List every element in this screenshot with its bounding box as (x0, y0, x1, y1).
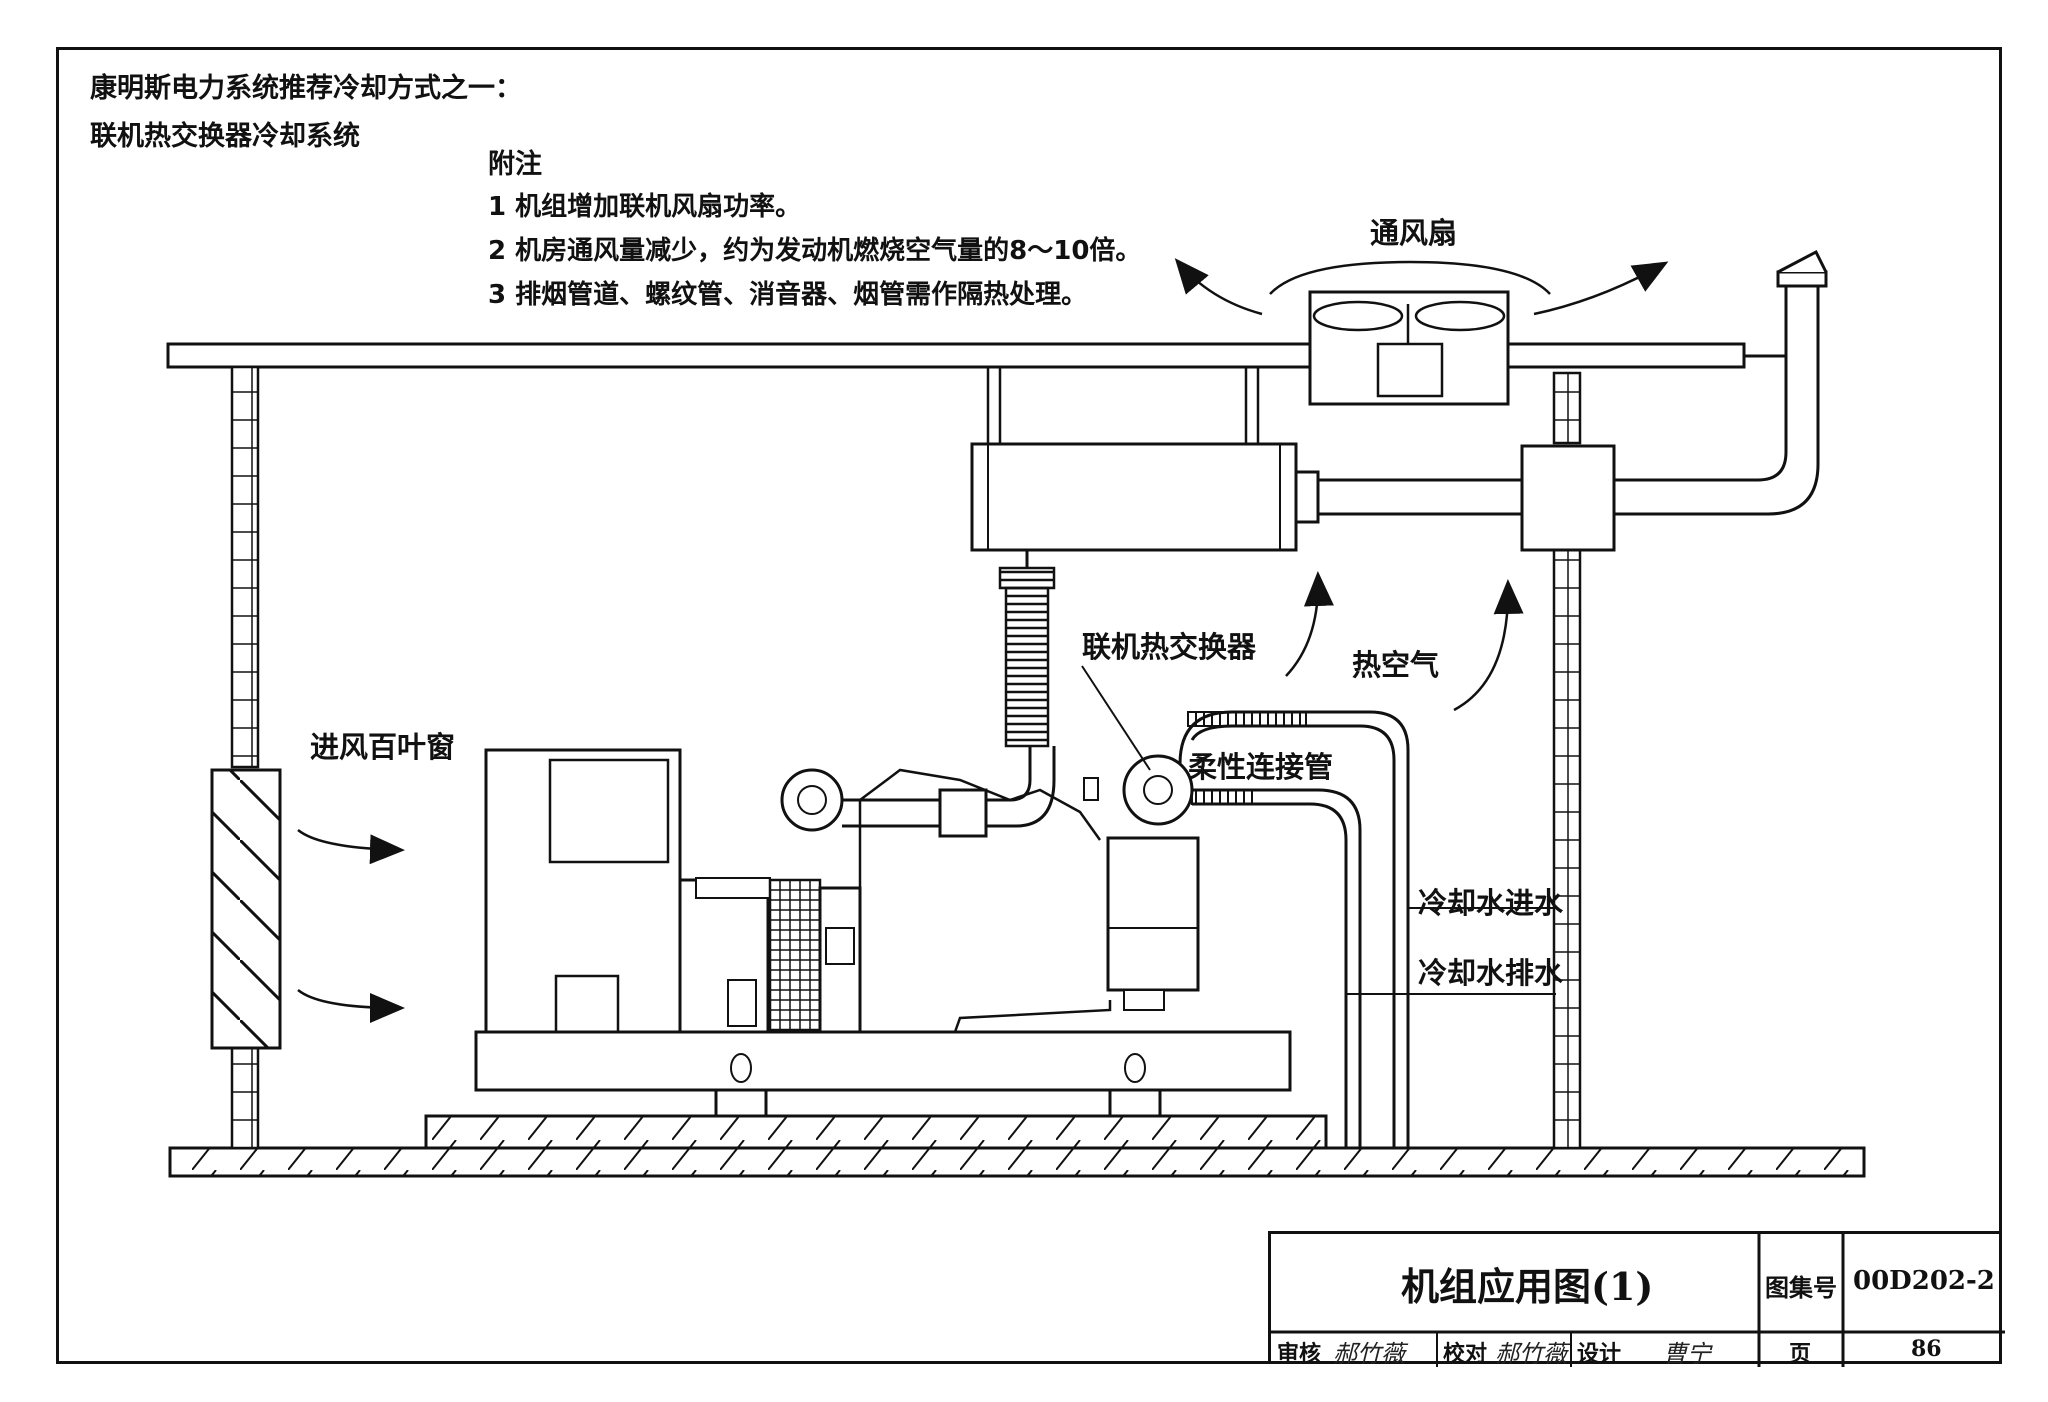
intake-airflow-arrows (297, 829, 405, 1023)
exhaust-pipe (1294, 249, 1828, 552)
page-subtitle: 联机热交换器冷却系统 (90, 121, 360, 152)
note-item-3: 3 排烟管道、螺纹管、消音器、烟管需作隔热处理。 (488, 280, 1088, 310)
heat-exchanger-leader-line (1081, 665, 1151, 771)
hot-air-arrows (1285, 571, 1524, 712)
atlas-number: 00D202-2 (1853, 1266, 1995, 1296)
floor-slab (168, 1114, 1866, 1178)
label-inline-heat-exchanger: 联机热交换器 (1082, 630, 1257, 664)
check-label: 校对 (1443, 1341, 1488, 1367)
label-cooling-water-out: 冷却水排水 (1418, 956, 1564, 990)
page-title: 康明斯电力系统推荐冷却方式之一： (90, 73, 522, 104)
label-hot-air: 热空气 (1352, 648, 1440, 682)
cooling-water-pipes (1178, 710, 1556, 1148)
page-label: 页 (1789, 1341, 1812, 1367)
title-block-grid (1271, 1234, 2005, 1367)
review-signature: 郝竹薇 (1333, 1340, 1405, 1368)
drawing-title: 机组应用图(1) (1401, 1264, 1654, 1309)
title-block: 机组应用图(1) 图集号 00D202-2 审核 郝竹薇 校对 郝竹薇 设计 曹… (1268, 1231, 2005, 1368)
review-label: 审核 (1277, 1341, 1322, 1367)
label-intake-louver: 进风百叶窗 (310, 730, 456, 764)
intake-louver-graphic (210, 768, 282, 1050)
note-item-2: 2 机房通风量减少，约为发动机燃烧空气量的8～10倍。 (488, 236, 1142, 266)
note-item-1: 1 机组增加联机风扇功率。 (488, 192, 802, 222)
generator-set (474, 746, 1292, 1118)
label-flexible-connector: 柔性连接管 (1188, 750, 1334, 784)
design-label: 设计 (1577, 1341, 1622, 1367)
label-ventilation-fan: 通风扇 (1370, 216, 1458, 250)
notes-heading: 附注 (488, 149, 542, 180)
drawing-frame (56, 47, 2002, 1364)
page-number: 86 (1911, 1336, 1942, 1362)
left-wall (210, 365, 282, 1150)
design-signature: 曹宁 (1663, 1340, 1711, 1368)
check-signature: 郝竹薇 (1495, 1340, 1567, 1368)
label-cooling-water-in: 冷却水进水 (1418, 886, 1564, 920)
atlas-label: 图集号 (1765, 1273, 1837, 1302)
ventilation-fan-graphic (1174, 258, 1669, 406)
exhaust-bellows (998, 550, 1056, 748)
muffler (970, 367, 1298, 552)
